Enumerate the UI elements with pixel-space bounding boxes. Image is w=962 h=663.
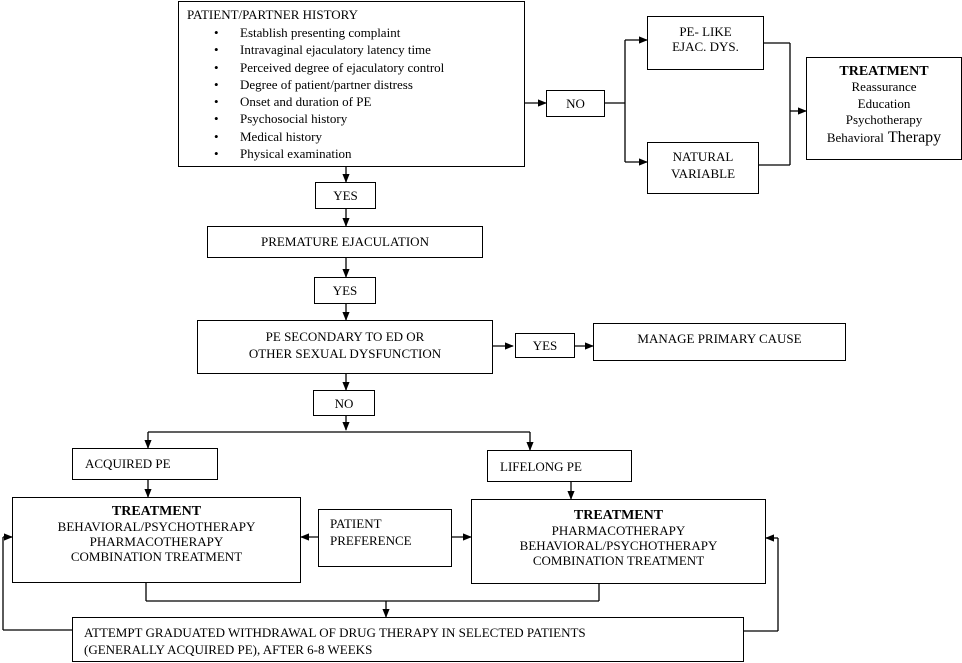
lifelong-pe-box: LIFELONG PE — [487, 450, 632, 482]
treatment-left-title: TREATMENT — [111, 504, 202, 519]
manage-primary-text: MANAGE PRIMARY CAUSE — [637, 331, 802, 346]
manage-primary-box: MANAGE PRIMARY CAUSE — [593, 323, 846, 361]
patient-preference-line1: PATIENT — [330, 516, 382, 531]
no-label-mid: NO — [313, 390, 375, 416]
yes-label-2: YES — [314, 277, 376, 304]
acquired-pe-box: ACQUIRED PE — [72, 448, 218, 480]
natural-variable-line2: VARIABLE — [670, 166, 736, 181]
pe-like-line2: EJAC. DYS. — [672, 39, 739, 54]
history-list: Establish presenting complaint Intravagi… — [179, 24, 524, 163]
premature-ejaculation-box: PREMATURE EJACULATION — [207, 226, 483, 258]
history-item: Onset and duration of PE — [179, 93, 524, 111]
pe-like-box: PE- LIKE EJAC. DYS. — [647, 16, 764, 70]
premature-ejaculation-text: PREMATURE EJACULATION — [261, 234, 429, 249]
yes-label-3: YES — [515, 333, 575, 358]
withdrawal-line2: (GENERALLY ACQUIRED PE), AFTER 6-8 WEEKS — [84, 642, 373, 657]
history-item: Medical history — [179, 128, 524, 146]
patient-preference-line2: PREFERENCE — [330, 533, 412, 548]
treatment-left-line: COMBINATION TREATMENT — [70, 549, 243, 564]
treatment-top-line: Reassurance — [851, 79, 917, 94]
treatment-left-line: PHARMACOTHERAPY — [89, 534, 224, 549]
treatment-right-box: TREATMENT PHARMACOTHERAPY BEHAVIORAL/PSY… — [471, 499, 766, 584]
treatment-right-title: TREATMENT — [573, 508, 664, 523]
yes-label-3-text: YES — [532, 338, 558, 353]
no-label-top-text: NO — [566, 96, 585, 111]
pe-like-line1: PE- LIKE — [679, 24, 732, 39]
treatment-top-title: TREATMENT — [839, 64, 929, 79]
history-box: PATIENT/PARTNER HISTORY Establish presen… — [178, 1, 525, 167]
lifelong-pe-text: LIFELONG PE — [500, 459, 582, 474]
acquired-pe-text: ACQUIRED PE — [85, 456, 171, 471]
treatment-top-box: TREATMENT Reassurance Education Psychoth… — [806, 57, 962, 160]
treatment-top-line: Behavioral — [826, 129, 884, 145]
treatment-right-line: PHARMACOTHERAPY — [551, 523, 686, 538]
treatment-top-last-line: Behavioral Therapy — [807, 129, 961, 147]
pe-secondary-line2: OTHER SEXUAL DYSFUNCTION — [248, 346, 442, 361]
yes-label-1: YES — [315, 182, 376, 209]
treatment-top-line: Psychotherapy — [845, 112, 923, 127]
treatment-right-line: BEHAVIORAL/PSYCHOTHERAPY — [519, 538, 718, 553]
withdrawal-line1: ATTEMPT GRADUATED WITHDRAWAL OF DRUG THE… — [84, 625, 586, 640]
history-item: Physical examination — [179, 145, 524, 163]
natural-variable-box: NATURAL VARIABLE — [647, 142, 759, 194]
treatment-right-line: COMBINATION TREATMENT — [532, 553, 705, 568]
yes-label-2-text: YES — [332, 283, 358, 298]
pe-secondary-box: PE SECONDARY TO ED OR OTHER SEXUAL DYSFU… — [197, 320, 493, 374]
treatment-top-line: Education — [857, 95, 911, 111]
treatment-left-box: TREATMENT BEHAVIORAL/PSYCHOTHERAPY PHARM… — [12, 497, 301, 583]
history-item: Intravaginal ejaculatory latency time — [179, 41, 524, 59]
patient-preference-box: PATIENT PREFERENCE — [318, 509, 452, 567]
history-item: Perceived degree of ejaculatory control — [179, 59, 524, 77]
history-item: Psychosocial history — [179, 110, 524, 128]
history-item: Establish presenting complaint — [179, 24, 524, 42]
treatment-top-therapy: Therapy — [887, 128, 942, 146]
history-item: Degree of patient/partner distress — [179, 76, 524, 94]
pe-secondary-line1: PE SECONDARY TO ED OR — [265, 329, 425, 344]
yes-label-1-text: YES — [333, 188, 358, 203]
treatment-left-line: BEHAVIORAL/PSYCHOTHERAPY — [57, 519, 256, 534]
no-label-mid-text: NO — [334, 396, 354, 411]
withdrawal-box: ATTEMPT GRADUATED WITHDRAWAL OF DRUG THE… — [72, 617, 744, 662]
history-title: PATIENT/PARTNER HISTORY — [187, 7, 359, 22]
natural-variable-line1: NATURAL — [672, 149, 734, 164]
no-label-top: NO — [546, 90, 605, 117]
